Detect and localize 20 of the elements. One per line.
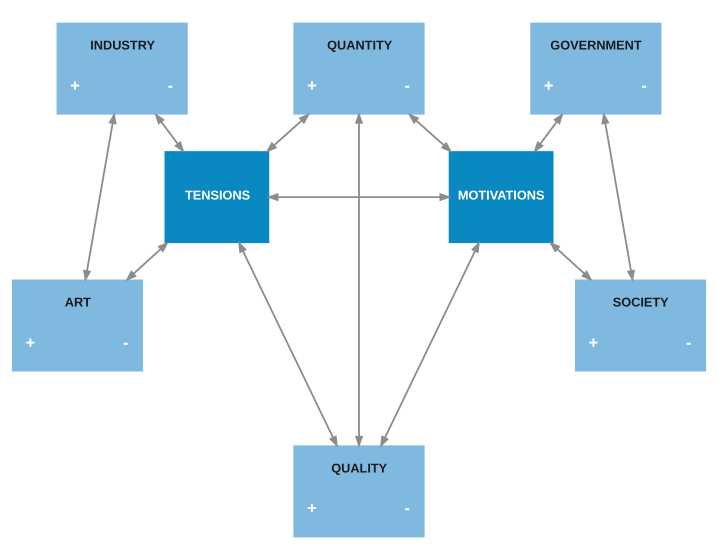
node-box: MOTIVATIONS xyxy=(448,151,554,244)
arrow xyxy=(154,112,185,153)
arrow xyxy=(354,112,364,448)
arrow xyxy=(380,240,480,448)
arrow xyxy=(549,242,593,282)
node-box: QUALITY + - xyxy=(293,445,425,538)
arrow xyxy=(238,240,338,448)
node-box: ART + - xyxy=(12,280,144,372)
node-box: TENSIONS xyxy=(164,151,270,244)
arrow xyxy=(266,192,452,202)
arrow xyxy=(533,112,564,153)
arrow xyxy=(83,112,117,282)
node-box: GOVERNMENT + - xyxy=(530,22,662,115)
node-box: SOCIETY + - xyxy=(574,280,706,372)
arrow xyxy=(601,112,635,282)
node-box: QUANTITY + - xyxy=(293,22,425,115)
arrow xyxy=(125,242,169,282)
arrow xyxy=(408,113,452,153)
arrow xyxy=(266,113,310,153)
node-box: INDUSTRY + - xyxy=(56,22,188,115)
